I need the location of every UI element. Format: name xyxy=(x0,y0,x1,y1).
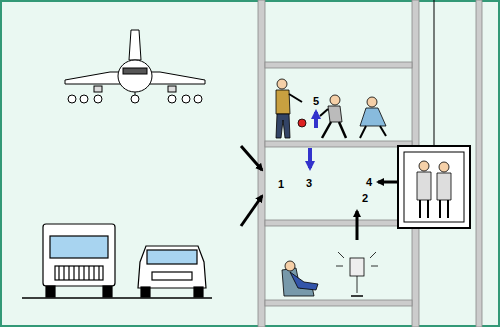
people-playing xyxy=(276,79,386,138)
truck xyxy=(43,224,115,297)
callout-number: 4 xyxy=(366,177,372,188)
ground-line xyxy=(22,297,212,299)
sound-path-arrows xyxy=(241,112,397,240)
car xyxy=(138,246,206,297)
callout-number: 1 xyxy=(278,179,284,190)
elevator xyxy=(398,0,470,228)
airplane xyxy=(65,30,205,103)
building xyxy=(258,0,482,327)
callout-number: 5 xyxy=(313,96,319,107)
listener-and-speaker xyxy=(282,252,378,296)
callout-number: 2 xyxy=(362,193,368,204)
callout-number: 3 xyxy=(306,178,312,189)
